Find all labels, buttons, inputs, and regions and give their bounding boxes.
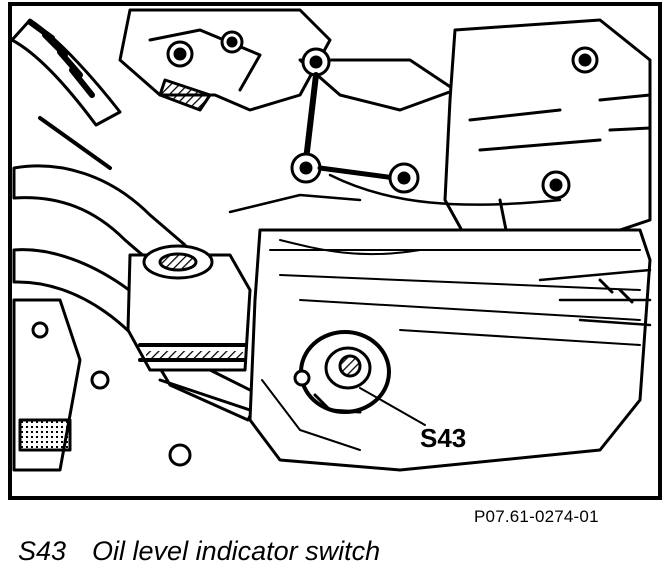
callout-leader-line — [359, 387, 426, 426]
callout-label-s43: S43 — [420, 423, 466, 453]
figure-caption: S43 Oil level indicator switch — [18, 536, 380, 567]
figure-code: P07.61-0274-01 — [474, 507, 599, 526]
engine-drawing — [10, 8, 652, 472]
caption-code: S43 — [18, 536, 67, 566]
caption-text: Oil level indicator switch — [92, 536, 381, 566]
